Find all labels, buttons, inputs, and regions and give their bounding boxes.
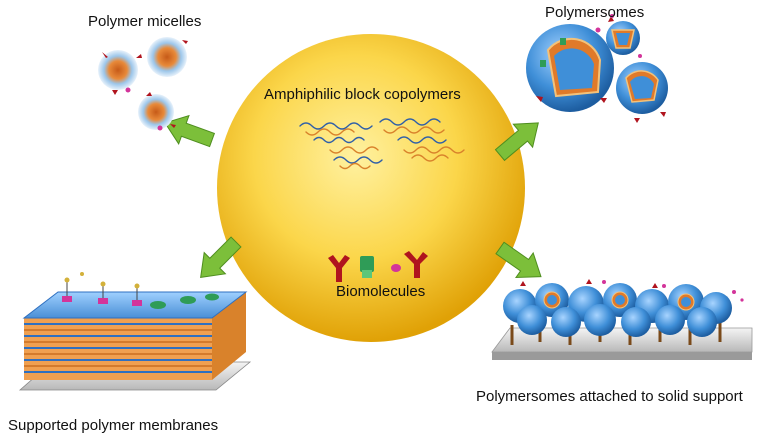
arrow-to-support [495, 241, 542, 279]
attached-polymersomes-illustration [491, 279, 753, 360]
enzyme-icon [391, 264, 401, 272]
arrows [164, 114, 542, 279]
arrow-to-polymersomes [494, 122, 539, 162]
channel-protein-icon [360, 256, 374, 272]
biomolecule-icons [328, 251, 428, 282]
label-polymersomes-attached: Polymersomes attached to solid support [476, 388, 744, 405]
central-circle [217, 34, 525, 342]
antibody-icon [328, 255, 350, 282]
label-supported-polymer-membranes: Supported polymer membranes [8, 417, 218, 434]
copolymer-chains [299, 118, 465, 170]
label-polymersomes: Polymersomes [545, 4, 644, 21]
label-polymer-micelles: Polymer micelles [88, 13, 201, 30]
arrow-to-membranes [200, 236, 242, 278]
supported-membrane-illustration [18, 272, 252, 391]
polymer-micelles-illustration [98, 37, 188, 131]
label-biomolecules: Biomolecules [336, 283, 425, 300]
label-amphiphilic-block-copolymers: Amphiphilic block copolymers [264, 86, 461, 103]
antibody-icon-2 [404, 251, 428, 278]
arrow-to-micelles [164, 114, 216, 148]
polymersomes-illustration [526, 14, 668, 123]
